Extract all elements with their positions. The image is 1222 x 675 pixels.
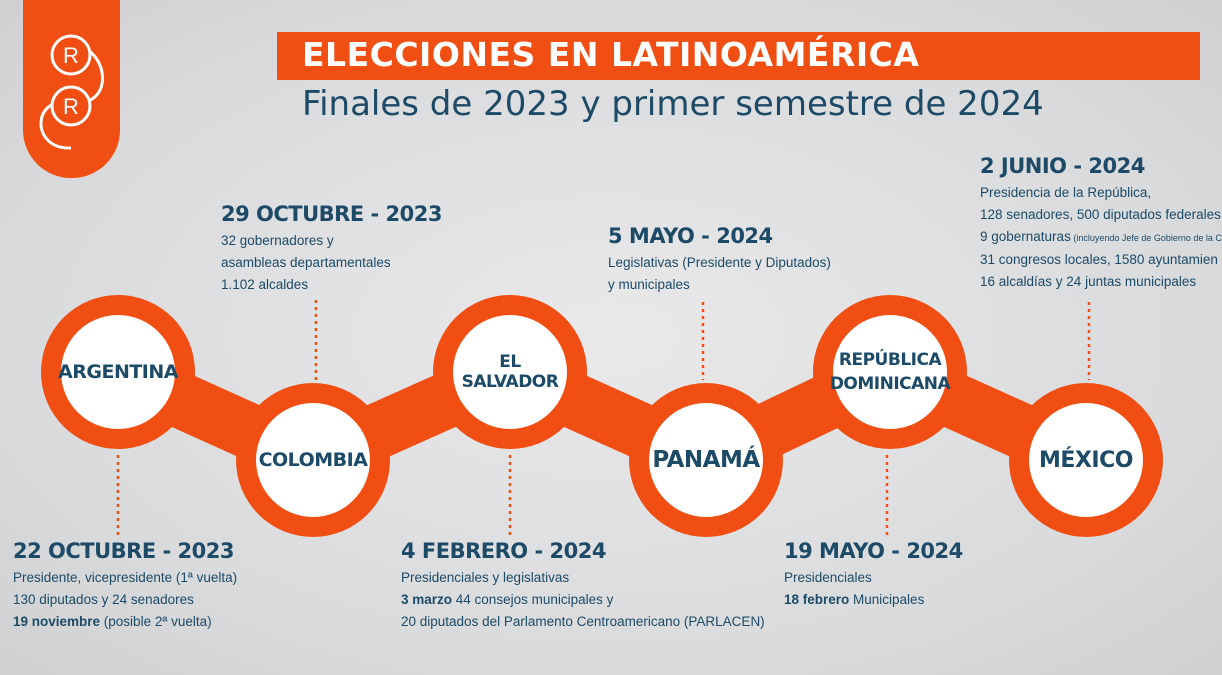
event-detail: 1.102 alcaldes: [221, 277, 309, 292]
event-detail: Presidenciales y legislativas: [401, 570, 570, 585]
title-banner: [277, 32, 1200, 80]
event-el-salvador: 4 FEBRERO - 2024 Presidenciales y legisl…: [401, 539, 765, 633]
event-date: 2 JUNIO - 2024: [980, 154, 1145, 178]
country-mexico: MÉXICO: [1039, 447, 1133, 473]
event-panama: 5 MAYO - 2024 Legislativas (Presidente y…: [608, 224, 831, 296]
event-detail-text: (posible 2ª vuelta): [100, 614, 212, 629]
event-detail: y municipales: [608, 277, 690, 292]
event-date: 19 MAYO - 2024: [784, 539, 963, 563]
logo-letter-top: R: [63, 43, 79, 68]
event-detail: 16 alcaldías y 24 juntas municipales: [980, 274, 1197, 289]
event-date: 5 MAYO - 2024: [608, 224, 773, 248]
logo-letter-bottom: R: [63, 94, 79, 119]
event-detail-text: 44 consejos municipales y: [452, 592, 614, 607]
event-date: 4 FEBRERO - 2024: [401, 539, 606, 563]
country-panama: PANAMÁ: [652, 447, 760, 473]
country-argentina: ARGENTINA: [58, 361, 178, 383]
event-detail: Presidente, vicepresidente (1ª vuelta): [13, 570, 238, 585]
event-detail-note: (incluyendo Jefe de Gobierno de la C: [1070, 233, 1222, 243]
event-date: 29 OCTUBRE - 2023: [221, 202, 442, 226]
event-detail: 9 gobernaturas (incluyendo Jefe de Gobie…: [980, 226, 1222, 249]
event-detail: asambleas departamentales: [221, 255, 391, 270]
event-detail: 3 marzo 44 consejos municipales y: [401, 589, 765, 611]
event-detail: 20 diputados del Parlamento Centroameric…: [401, 614, 765, 629]
event-detail: 31 congresos locales, 1580 ayuntamien: [980, 252, 1218, 267]
event-detail: Legislativas (Presidente y Diputados): [608, 255, 831, 270]
event-mexico: 2 JUNIO - 2024 Presidencia de la Repúbli…: [980, 154, 1222, 293]
event-detail: 128 senadores, 500 diputados federales: [980, 207, 1221, 222]
page-subtitle: Finales de 2023 y primer semestre de 202…: [302, 84, 1044, 124]
event-argentina: 22 OCTUBRE - 2023 Presidente, vicepresid…: [13, 539, 237, 633]
country-el-salvador: EL SALVADOR: [461, 352, 559, 392]
brand-logo: R R: [23, 0, 120, 178]
event-detail-date: 18 febrero: [784, 592, 850, 607]
event-detail: 19 noviembre (posible 2ª vuelta): [13, 611, 237, 633]
country-colombia: COLOMBIA: [258, 449, 368, 471]
event-detail-date: 19 noviembre: [13, 614, 101, 629]
event-detail-text: 9 gobernaturas: [980, 229, 1071, 244]
event-colombia: 29 OCTUBRE - 2023 32 gobernadores y asam…: [221, 202, 442, 296]
logo-rr-icon: R R: [39, 34, 104, 150]
country-republica-dominicana: REPÚBLICA DOMINICANA: [829, 350, 951, 394]
event-detail-text: Municipales: [849, 592, 925, 607]
event-republica-dominicana: 19 MAYO - 2024 Presidenciales 18 febrero…: [784, 539, 963, 611]
event-detail-date: 3 marzo: [401, 592, 453, 607]
event-detail: 18 febrero Municipales: [784, 589, 963, 611]
event-detail: 130 diputados y 24 senadores: [13, 592, 194, 607]
event-detail: 32 gobernadores y: [221, 233, 334, 248]
event-detail: Presidenciales: [784, 570, 872, 585]
page-title: ELECCIONES EN LATINOAMÉRICA: [302, 35, 920, 74]
event-detail: Presidencia de la República,: [980, 185, 1152, 200]
event-date: 22 OCTUBRE - 2023: [13, 539, 234, 563]
